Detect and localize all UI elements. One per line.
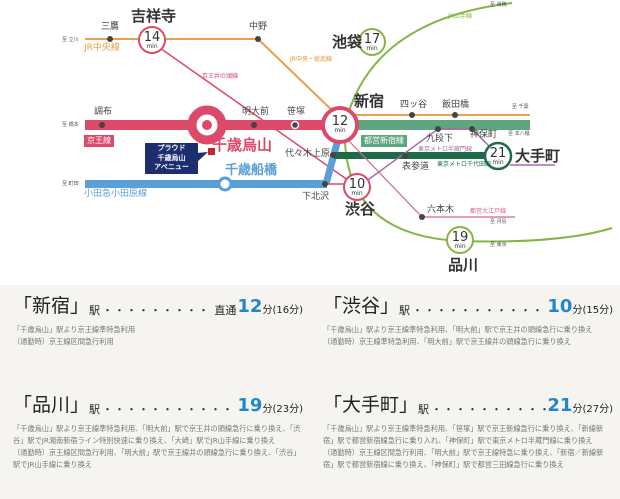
- line-hanzomon: 東京メトロ半蔵門線: [418, 146, 473, 153]
- line-toei-shinjuku: 都営新宿線: [361, 135, 407, 147]
- station-shimokitazawa: 下北沢: [302, 192, 330, 202]
- odakyu-line: [85, 180, 327, 188]
- toei-shinjuku-line: [350, 120, 530, 130]
- station-sasazuka: 笹塚: [287, 107, 306, 117]
- route-shibuya: 「渋谷」駅・・・・・・・・・・・・・・・・・・・・10分(15分) 「千歳烏山」…: [323, 295, 613, 347]
- line-jr-chuo: JR中央線: [84, 43, 120, 53]
- station-chofu: 調布: [94, 107, 113, 117]
- station-roppongi: 六本木: [427, 205, 455, 215]
- line-keio: 京王線: [84, 135, 114, 147]
- station-jimbocho: 神保町: [470, 130, 498, 140]
- hanzomon-line: [364, 128, 491, 183]
- line-jr-chuo-sobu: JR中央・総武線: [290, 56, 332, 63]
- route-otemachi: 「大手町」駅・・・・・・・・・・・・・・・・・・21分(27分) 「千歳烏山」駅…: [323, 394, 613, 470]
- route-map: 吉祥寺 三鷹 中野 調布 明大前 笹塚 千歳烏山 千歳船橋 新宿 池袋 四ッ谷 …: [62, 2, 613, 274]
- station-omotesando: 表参道: [402, 162, 430, 172]
- property-location-marker: [208, 148, 215, 155]
- dest-machida: 至 町田: [62, 181, 79, 187]
- station-mitaka: 三鷹: [101, 22, 120, 32]
- station-yotsuya: 四ッ谷: [400, 100, 428, 110]
- route-map-lines: [85, 2, 613, 254]
- dest-tachikawa: 至 立川: [62, 37, 79, 43]
- line-chiyoda: 東京メトロ千代田線: [437, 161, 492, 168]
- station-chitose-karasuyama: 千歳烏山: [212, 136, 273, 154]
- dest-sugamo: 至 巣鴨: [490, 2, 507, 8]
- kichijoji-circle: [138, 26, 166, 54]
- shinjuku-circle: [321, 106, 359, 144]
- station-chitose-funabashi: 千歳船橋: [225, 163, 278, 178]
- line-odakyu: 小田急小田原線: [84, 189, 148, 199]
- line-oedo: 都営大江戸線: [470, 208, 507, 215]
- otemachi-circle: [483, 141, 513, 171]
- line-yamanote: JR山手線: [448, 13, 472, 20]
- inokashira-line: [159, 47, 353, 184]
- chiyoda-line: [334, 152, 494, 159]
- station-dots: [99, 36, 475, 220]
- route-shinagawa: 「品川」駅・・・・・・・・・・・・・・・・・・・・19分(23分) 「千歳烏山」…: [13, 394, 303, 470]
- station-shinagawa: 品川: [448, 256, 479, 274]
- station-nakano: 中野: [249, 22, 268, 32]
- dest-tsukishima: 至 月島: [490, 219, 507, 225]
- dest-hashimoto: 至 橋本: [62, 122, 79, 128]
- shibuya-circle: [343, 173, 371, 201]
- chitose-funabashi-marker: [217, 176, 233, 192]
- shinagawa-circle: [446, 226, 474, 254]
- property-pointer: [197, 152, 208, 162]
- station-iidabashi: 飯田橋: [442, 100, 470, 110]
- dest-chiba: 至 千葉: [512, 104, 529, 110]
- station-shibuya: 渋谷: [345, 200, 376, 218]
- property-label: プラウド千歳烏山アベニュー: [145, 143, 198, 174]
- station-kichijoji: 吉祥寺: [131, 7, 177, 25]
- station-meidaimae: 明大前: [242, 107, 270, 117]
- line-inokashira: 京王井の頭線: [202, 73, 239, 80]
- ikebukuro-circle: [358, 28, 386, 56]
- station-ikebukuro: 池袋: [332, 33, 363, 51]
- station-kudanshita: 九段下: [426, 134, 454, 144]
- dest-motoyawata: 至 本八幡: [508, 131, 530, 137]
- station-otemachi: 大手町: [515, 147, 561, 165]
- dest-tokyo: 至 東京: [490, 242, 507, 248]
- station-shinjuku: 新宿: [354, 92, 385, 110]
- jr-chuo-diagonal: [257, 38, 341, 119]
- station-yoyogi-uehara: 代々木上原: [285, 149, 331, 159]
